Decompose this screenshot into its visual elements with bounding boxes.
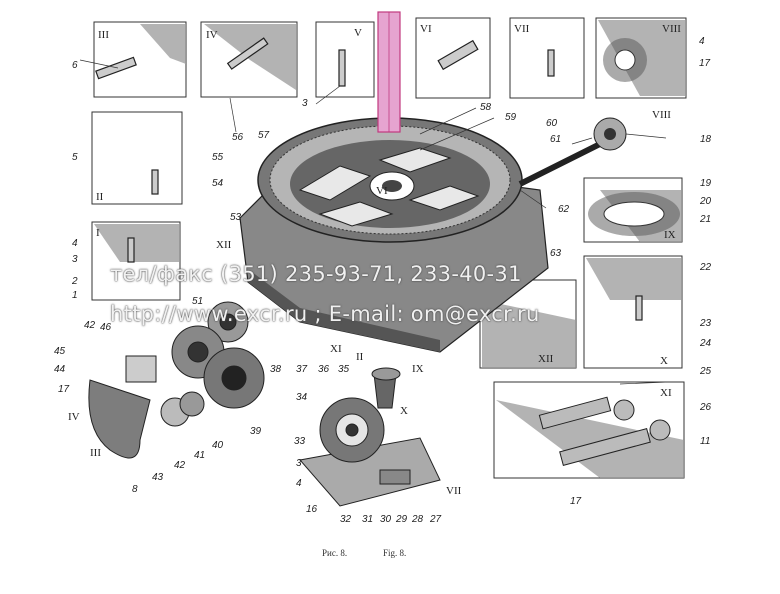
svg-text:VIII: VIII — [662, 23, 681, 35]
svg-text:42: 42 — [84, 320, 96, 331]
svg-text:III: III — [98, 29, 109, 41]
svg-text:X: X — [400, 405, 408, 417]
svg-text:17: 17 — [699, 58, 711, 69]
svg-text:36: 36 — [318, 364, 330, 375]
svg-text:III: III — [90, 447, 101, 459]
figure-caption-en: Fig. 8. — [383, 548, 407, 558]
svg-text:4: 4 — [699, 36, 705, 47]
svg-text:58: 58 — [480, 102, 492, 113]
svg-text:XII: XII — [216, 239, 232, 251]
svg-text:43: 43 — [152, 472, 164, 483]
svg-text:21: 21 — [699, 214, 711, 225]
svg-text:32: 32 — [340, 514, 352, 525]
svg-text:II: II — [96, 191, 104, 203]
svg-text:46: 46 — [100, 322, 112, 333]
svg-text:54: 54 — [212, 178, 224, 189]
svg-text:XII: XII — [538, 353, 554, 365]
svg-text:29: 29 — [395, 514, 408, 525]
svg-text:X: X — [660, 355, 668, 367]
svg-text:IV: IV — [206, 29, 218, 41]
inset-box-IV — [200, 21, 298, 98]
svg-text:57: 57 — [258, 130, 270, 141]
svg-text:30: 30 — [380, 514, 392, 525]
svg-text:37: 37 — [296, 364, 308, 375]
svg-text:XI: XI — [660, 387, 672, 399]
svg-text:3: 3 — [296, 458, 302, 469]
svg-text:20: 20 — [699, 196, 712, 207]
inset-box-XI — [493, 381, 685, 479]
svg-text:IV: IV — [68, 411, 80, 423]
svg-text:34: 34 — [296, 392, 308, 403]
svg-text:8: 8 — [132, 484, 138, 495]
inset-box-VI — [415, 17, 491, 99]
svg-text:4: 4 — [72, 238, 78, 249]
svg-text:5: 5 — [72, 152, 78, 163]
svg-text:63: 63 — [550, 248, 562, 259]
callout-labels: 6 56 3 4 17 58 59 60 61 18 57 5 55 54 62… — [54, 36, 712, 525]
svg-text:45: 45 — [54, 346, 66, 357]
svg-text:11: 11 — [700, 436, 710, 447]
svg-text:51: 51 — [192, 296, 203, 307]
svg-text:IX: IX — [412, 363, 424, 375]
svg-text:60: 60 — [546, 118, 558, 129]
svg-text:28: 28 — [411, 514, 424, 525]
watermark-phone: тел/факс (351) 235-93-71, 233-40-31 — [110, 262, 522, 286]
svg-text:42: 42 — [174, 460, 186, 471]
svg-text:VII: VII — [446, 485, 462, 497]
svg-text:55: 55 — [212, 152, 224, 163]
svg-text:17: 17 — [58, 384, 70, 395]
svg-text:I: I — [96, 227, 100, 239]
roman-labels: III IV V VI VII VIII II I VIII VI XII IX… — [68, 23, 681, 497]
svg-text:38: 38 — [270, 364, 282, 375]
svg-text:24: 24 — [699, 338, 712, 349]
svg-text:62: 62 — [558, 204, 570, 215]
left-assembly — [88, 301, 265, 459]
figure-caption-ru: Рис. 8. — [322, 548, 348, 558]
svg-text:53: 53 — [230, 212, 242, 223]
svg-text:3: 3 — [302, 98, 308, 109]
svg-text:18: 18 — [700, 134, 712, 145]
svg-text:16: 16 — [306, 504, 318, 515]
svg-text:31: 31 — [362, 514, 373, 525]
svg-text:VI: VI — [420, 23, 432, 35]
svg-text:22: 22 — [699, 262, 712, 273]
lower-assembly — [299, 367, 441, 507]
svg-text:V: V — [354, 27, 362, 39]
svg-text:26: 26 — [699, 402, 712, 413]
svg-text:59: 59 — [505, 112, 517, 123]
inset-box-VII — [509, 17, 585, 99]
svg-text:61: 61 — [550, 134, 561, 145]
svg-text:IX: IX — [664, 229, 676, 241]
svg-text:44: 44 — [54, 364, 66, 375]
svg-text:VI: VI — [376, 185, 388, 197]
svg-text:II: II — [356, 351, 364, 363]
svg-text:39: 39 — [250, 426, 262, 437]
watermark-web: http://www.excr.ru ; E-mail: om@excr.ru — [110, 302, 540, 326]
inset-box-X — [583, 255, 683, 369]
svg-text:33: 33 — [294, 436, 306, 447]
svg-text:56: 56 — [232, 132, 244, 143]
svg-text:1: 1 — [72, 290, 78, 301]
svg-text:35: 35 — [338, 364, 350, 375]
svg-text:4: 4 — [296, 478, 302, 489]
svg-text:40: 40 — [212, 440, 224, 451]
svg-text:VII: VII — [514, 23, 530, 35]
svg-text:25: 25 — [699, 366, 712, 377]
inset-box-II — [91, 111, 183, 205]
svg-text:27: 27 — [429, 514, 442, 525]
svg-text:17: 17 — [570, 496, 582, 507]
svg-text:2: 2 — [71, 276, 78, 287]
gearbox-housing — [239, 11, 627, 353]
svg-text:23: 23 — [699, 318, 712, 329]
inset-box-V — [315, 21, 375, 98]
svg-text:6: 6 — [72, 60, 78, 71]
svg-text:VIII: VIII — [652, 109, 671, 121]
svg-text:19: 19 — [700, 178, 712, 189]
svg-text:XI: XI — [330, 343, 342, 355]
svg-text:3: 3 — [72, 254, 78, 265]
svg-text:41: 41 — [194, 450, 205, 461]
